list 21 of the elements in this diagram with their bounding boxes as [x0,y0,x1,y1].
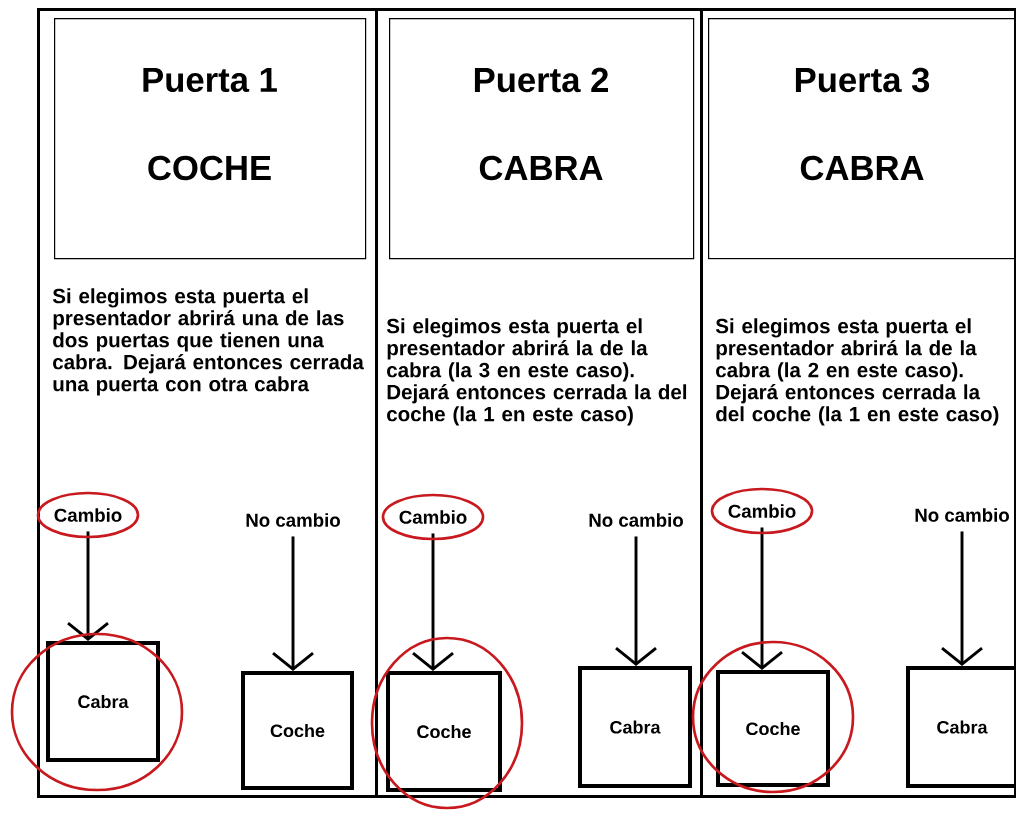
choice-label: Cambio [399,510,467,524]
arrow [615,536,657,666]
result-box: Cabra [46,641,160,762]
arrow [412,533,454,671]
choice-label: No cambio [246,513,340,527]
arrow [67,531,109,641]
choice-label: Cambio [728,504,796,518]
result-box: Cabra [578,666,692,788]
door-box: Puerta 3 CABRA [708,18,1016,260]
choice-label: No cambio [589,513,683,527]
result-box: Cabra [906,666,1016,788]
result-box: Coche [241,671,354,790]
result-box: Coche [386,671,502,792]
arrow [741,527,783,670]
choice-label: No cambio [915,508,1009,522]
door-box: Puerta 2 CABRA [389,18,695,260]
arrow [941,531,983,666]
arrow [272,536,314,671]
door-box: Puerta 1 COCHE [54,18,367,260]
choice-label: Cambio [54,508,122,522]
result-box: Coche [716,670,830,787]
